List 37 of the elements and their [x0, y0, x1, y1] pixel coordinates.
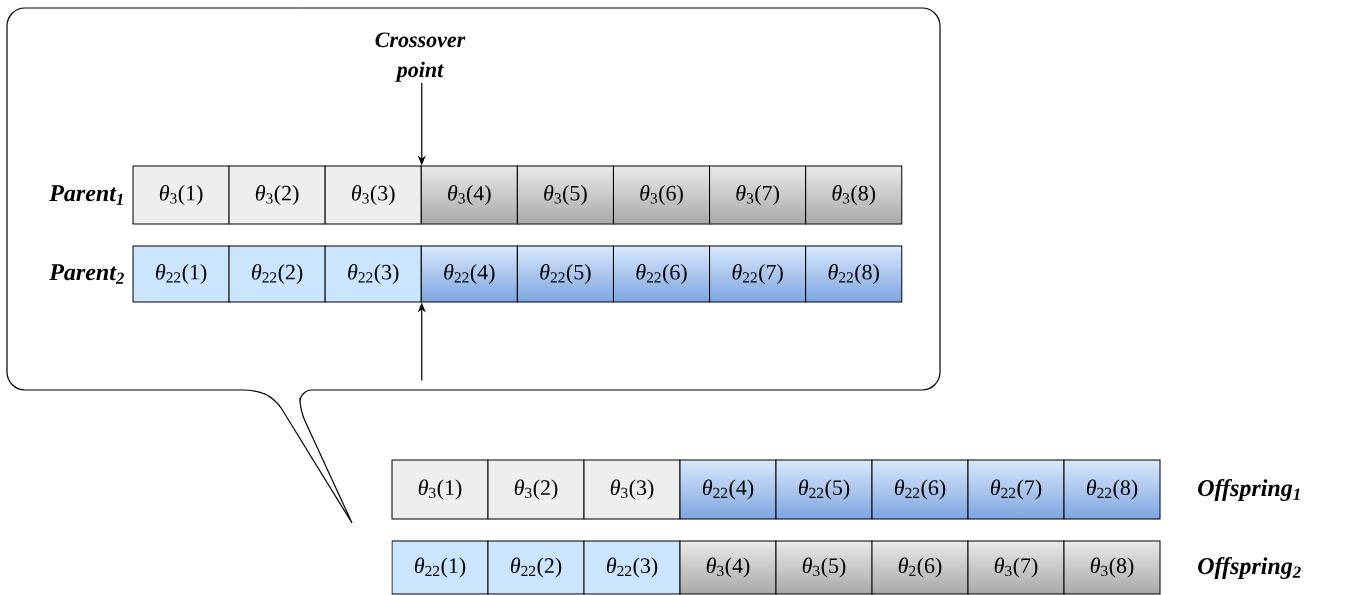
gene-cell: θ$_{22}$(6): [871, 459, 969, 520]
row-label: Offspring$_{1}$: [1198, 479, 1300, 501]
crossover-label: Crossover point: [375, 32, 466, 82]
row-label: Offspring$_{2}$: [1198, 557, 1301, 579]
gene-cell: θ$_{22}$(6): [612, 245, 711, 303]
gene-cell: θ$_{3}$(6): [612, 165, 711, 225]
gene-cell: θ$_{22}$(7): [967, 459, 1065, 520]
gene-cell: θ$_{22}$(5): [775, 459, 873, 520]
gene-cell: θ$_{22}$(2): [228, 245, 326, 303]
gene-cell: θ$_{22}$(4): [679, 459, 777, 520]
gene-cell: θ$_{22}$(2): [487, 540, 585, 595]
gene-cell: θ$_{22}$(4): [420, 245, 518, 303]
gene-cell: θ$_{3}$(4): [420, 165, 518, 225]
gene-cell: θ$_{3}$(7): [967, 540, 1065, 595]
gene-cell: θ$_{3}$(8): [805, 165, 903, 225]
gene-cell: θ$_{22}$(5): [516, 245, 614, 303]
gene-cell: θ$_{3}$(1): [391, 459, 489, 520]
gene-cell: θ$_{3}$(2): [487, 459, 585, 520]
gene-cell: θ$_{2}$(6): [871, 540, 969, 595]
row-label: Parent$_{2}$: [49, 264, 124, 284]
gene-cell: θ$_{3}$(5): [516, 165, 614, 225]
gene-cell: θ$_{3}$(2): [228, 165, 326, 225]
gene-cell: θ$_{3}$(5): [775, 540, 873, 595]
row-label: Parent$_{1}$: [49, 185, 123, 205]
gene-cell: θ$_{22}$(7): [709, 245, 807, 303]
gene-cell: θ$_{22}$(1): [391, 540, 489, 595]
gene-cell: θ$_{3}$(3): [324, 165, 422, 225]
gene-cell: θ$_{3}$(4): [679, 540, 777, 595]
gene-cell: θ$_{22}$(3): [324, 245, 422, 303]
gene-cell: θ$_{3}$(1): [132, 165, 230, 225]
gene-cell: θ$_{22}$(3): [583, 540, 681, 595]
gene-cell: θ$_{3}$(7): [709, 165, 807, 225]
gene-cell: θ$_{22}$(1): [132, 245, 230, 303]
gene-cell: θ$_{22}$(8): [805, 245, 903, 303]
gene-cell: θ$_{22}$(8): [1063, 459, 1161, 520]
gene-cell: θ$_{3}$(8): [1063, 540, 1161, 595]
gene-cell: θ$_{3}$(3): [583, 459, 681, 520]
